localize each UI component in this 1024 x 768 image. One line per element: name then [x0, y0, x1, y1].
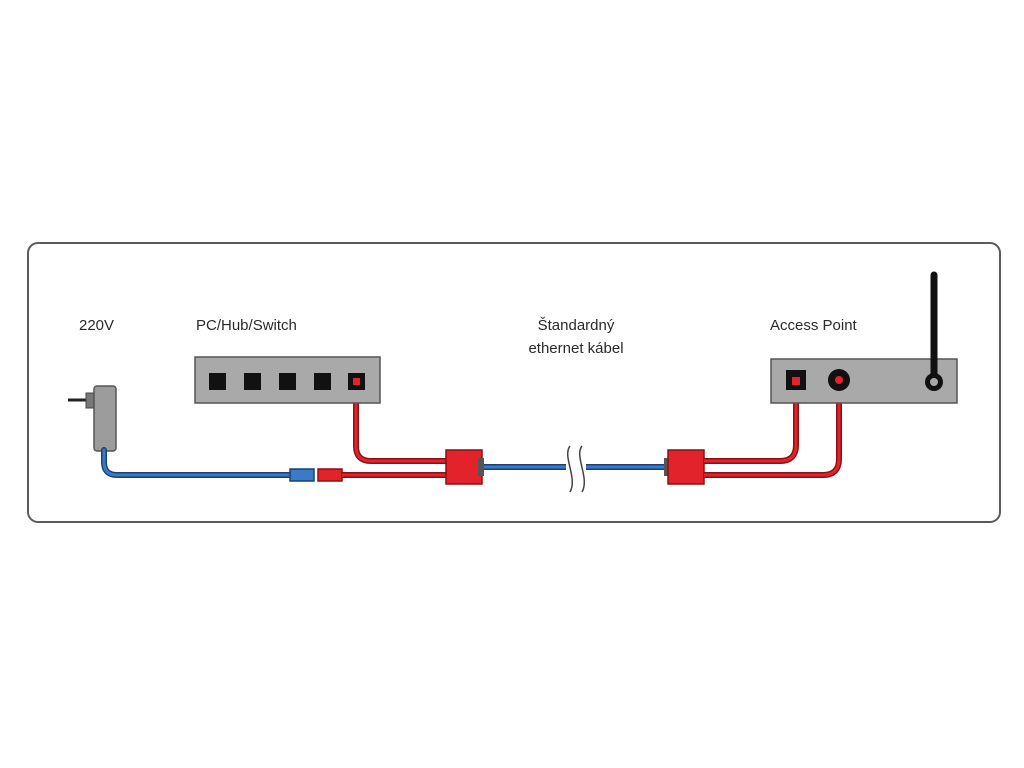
cable-label-line1: Štandardný: [537, 317, 615, 334]
switch-port: [209, 373, 226, 390]
dc-connector-blue: [289, 468, 315, 482]
switch-port: [314, 373, 331, 390]
switch-label: PC/Hub/Switch: [196, 317, 297, 334]
switch-port: [279, 373, 296, 390]
power-label: 220V: [79, 317, 115, 334]
poe-injector: [445, 449, 483, 485]
diagram-frame: [27, 242, 1001, 523]
access-point-device: [770, 271, 958, 404]
cable-break-symbol: [566, 445, 586, 494]
cable-label-line2: ethernet kábel: [528, 340, 624, 357]
adapter-body: [93, 385, 117, 452]
access-point-label: Access Point: [770, 317, 857, 334]
poe-splitter: [667, 449, 705, 485]
dc-connector-red: [317, 468, 343, 482]
switch-port: [244, 373, 261, 390]
switch-device: [194, 356, 381, 404]
